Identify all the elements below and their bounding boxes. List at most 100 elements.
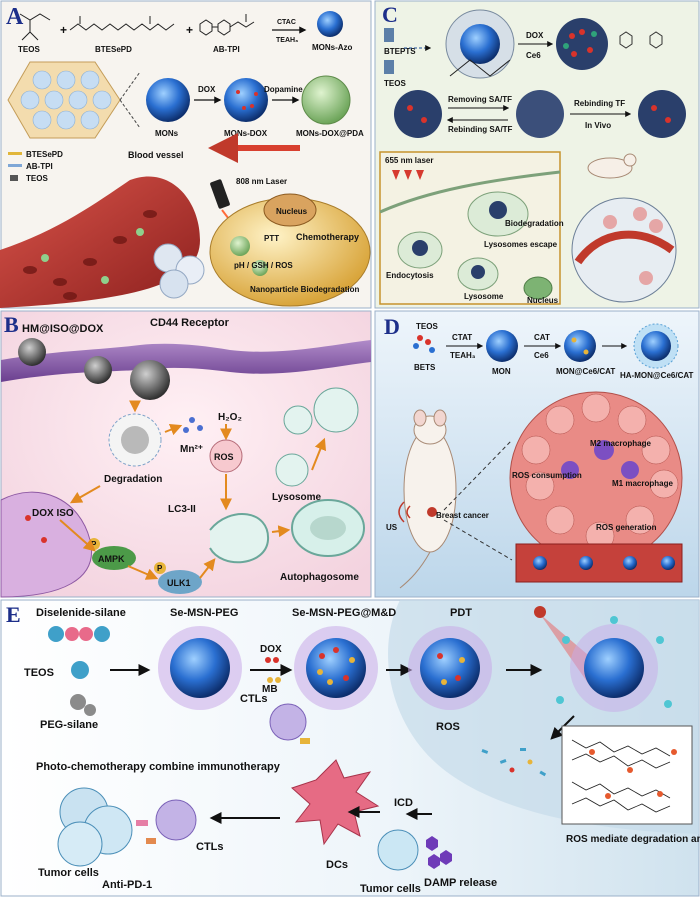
lysosomes-escape-label: Lysosomes escape [484, 240, 558, 249]
dendritic-cell [291, 759, 380, 846]
dox-label-e: DOX [260, 644, 282, 655]
ce6-label-c: Ce6 [526, 51, 541, 60]
panel-d-letter: D [384, 314, 400, 339]
chemotherapy-label: Chemotherapy [296, 232, 359, 242]
panel-e: E Diselenide-silane TEOS PEG-silane Se-M… [0, 599, 700, 897]
ctls-left-label: CTLs [196, 841, 224, 853]
cd44-label: CD44 Receptor [150, 317, 230, 329]
ampk-node [92, 546, 136, 570]
ctl-left-cell [155, 799, 197, 841]
blood-vessel-label: Blood vessel [128, 150, 184, 160]
teos-label: TEOS [18, 45, 40, 54]
degrading-particle-e [584, 638, 644, 698]
se-msn-peg-label: Se-MSN-PEG [170, 607, 238, 619]
ros-label-e: ROS [436, 721, 460, 733]
ptt-label: PTT [264, 234, 279, 243]
tumor-cell-a: Nucleus PTT pH / GSH / ROS Chemotherapy … [209, 193, 371, 307]
framework-hexagon [7, 61, 121, 139]
se-msn-peg-particle [170, 638, 230, 698]
mon-ce6-cat-label: MON@Ce6/CAT [556, 367, 615, 376]
lysosome-label-c: Lysosome [464, 292, 504, 301]
ctl-top-cell [269, 703, 307, 741]
biodegradation-label-a: Nanoparticle Biodegradation [250, 285, 359, 294]
ampk-label: AMPK [98, 554, 125, 564]
mons-azo-particle [317, 11, 343, 37]
nucleus-label-c: Nucleus [527, 296, 559, 305]
mon-label: MON [492, 367, 511, 376]
teos-molecule [71, 661, 89, 679]
mons-label: MONs [155, 129, 179, 138]
framework-c [445, 9, 515, 79]
icd-label: ICD [394, 797, 413, 809]
ulk1-node [158, 570, 202, 594]
abtpi-label: AB-TPI [213, 45, 240, 54]
dox-label-c: DOX [526, 31, 544, 40]
diselenide-silane-label: Diselenide-silane [36, 607, 126, 619]
network-inset [561, 725, 693, 825]
targeted-particle-c [394, 90, 442, 138]
degradation-label: Degradation [104, 474, 162, 485]
se-msn-peg-md-particle [306, 638, 366, 698]
pdt-label: PDT [450, 607, 472, 619]
anti-pd1-label: Anti-PD-1 [102, 879, 152, 891]
panel-b-letter: B [4, 312, 19, 337]
mon-particle [486, 330, 518, 362]
tumor-cells-left-label: Tumor cells [38, 867, 99, 879]
fragments-e [481, 748, 547, 777]
mons-particle [146, 78, 190, 122]
biodegradation-label-c: Biodegradation [505, 219, 564, 228]
in-vivo-label: In Vivo [585, 121, 611, 130]
legend-a: BTESePD AB-TPI TEOS [8, 150, 63, 183]
panel-c: C BTEPTS TEOS DOX Ce6 Removing SA/TF Reb… [374, 0, 700, 309]
panel-d: D TEOS BETS CTAT TEAH₃ MON CAT Ce6 MON@C… [374, 310, 700, 598]
bets-label: BETS [414, 363, 436, 372]
teos-label-c: TEOS [384, 79, 406, 88]
teos-label-d: TEOS [416, 322, 438, 331]
dox-label-a: DOX [198, 85, 216, 94]
autophagosome-label: Autophagosome [280, 572, 359, 583]
ha-mon-particle [641, 331, 671, 361]
damp-label: DAMP release [424, 877, 497, 889]
ctls-top-label: CTLs [240, 693, 268, 705]
teah-label-a: TEAH₃ [276, 37, 298, 44]
mons-dox-pda-particle [301, 75, 351, 125]
laser-label-a: 808 nm Laser [236, 177, 287, 186]
pdt-particle [420, 638, 480, 698]
ctac-label: CTAC [277, 19, 296, 26]
ph-gsh-ros-label: pH / GSH / ROS [234, 261, 293, 270]
nucleus-label-a: Nucleus [276, 207, 308, 216]
rebinding-label: Rebinding SA/TF [448, 125, 513, 134]
teah-label-d: TEAH₃ [450, 351, 476, 360]
se-msn-peg-md-label: Se-MSN-PEG@M&D [292, 607, 396, 619]
mons-dox-particle [224, 78, 268, 122]
teos-label-e: TEOS [24, 667, 54, 679]
ros-generation-label: ROS generation [596, 523, 657, 532]
lc3-label: LC3-II [168, 504, 196, 515]
blood-vessel [0, 176, 200, 308]
photo-chemo-label: Photo-chemotherapy combine immunotherapy [36, 761, 281, 773]
stripped-particle-c [516, 90, 564, 138]
panel-b: B HM@ISO@DOX CD44 Receptor Degradation M… [0, 310, 372, 598]
lysosome-label-b: Lysosome [272, 492, 322, 503]
mons-dox-label: MONs-DOX [224, 129, 268, 138]
ros-label-b: ROS [214, 452, 234, 462]
ros-mediate-label: ROS mediate degradation and drug release [566, 834, 700, 845]
tumor-cells-right-label: Tumor cells [360, 883, 421, 895]
mb-label: MB [262, 684, 278, 695]
ctat-label: CTAT [452, 333, 472, 342]
legend-abtpi: AB-TPI [26, 162, 53, 171]
mon-ce6-cat-particle [564, 330, 596, 362]
endocytosed-particle [130, 360, 170, 400]
btespd-structure [69, 16, 175, 31]
legend-btespd: BTESePD [26, 150, 63, 159]
ulk1-label: ULK1 [167, 578, 191, 588]
laser-source-e [534, 606, 546, 618]
hm-iso-dox-label: HM@ISO@DOX [22, 323, 104, 335]
endocytosis-label: Endocytosis [386, 271, 434, 280]
cat-label: CAT [534, 333, 550, 342]
ros-consumption-label: ROS consumption [512, 471, 582, 480]
dox-iso-label: DOX ISO [32, 508, 74, 519]
mons-dox-pda-label: MONs-DOX@PDA [296, 129, 364, 138]
tumor-cluster-a [153, 243, 205, 299]
hm-particle-outside [18, 338, 46, 366]
